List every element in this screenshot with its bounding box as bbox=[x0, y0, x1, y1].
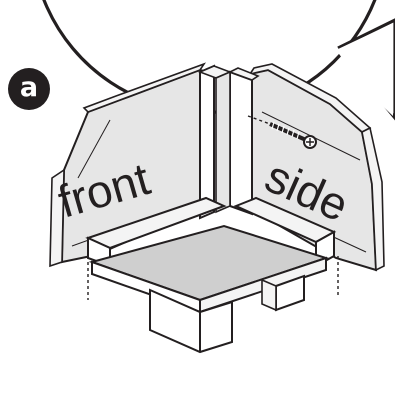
corner-post-left bbox=[200, 66, 214, 218]
corner-post-right bbox=[230, 72, 252, 214]
step-badge: a bbox=[8, 68, 50, 110]
